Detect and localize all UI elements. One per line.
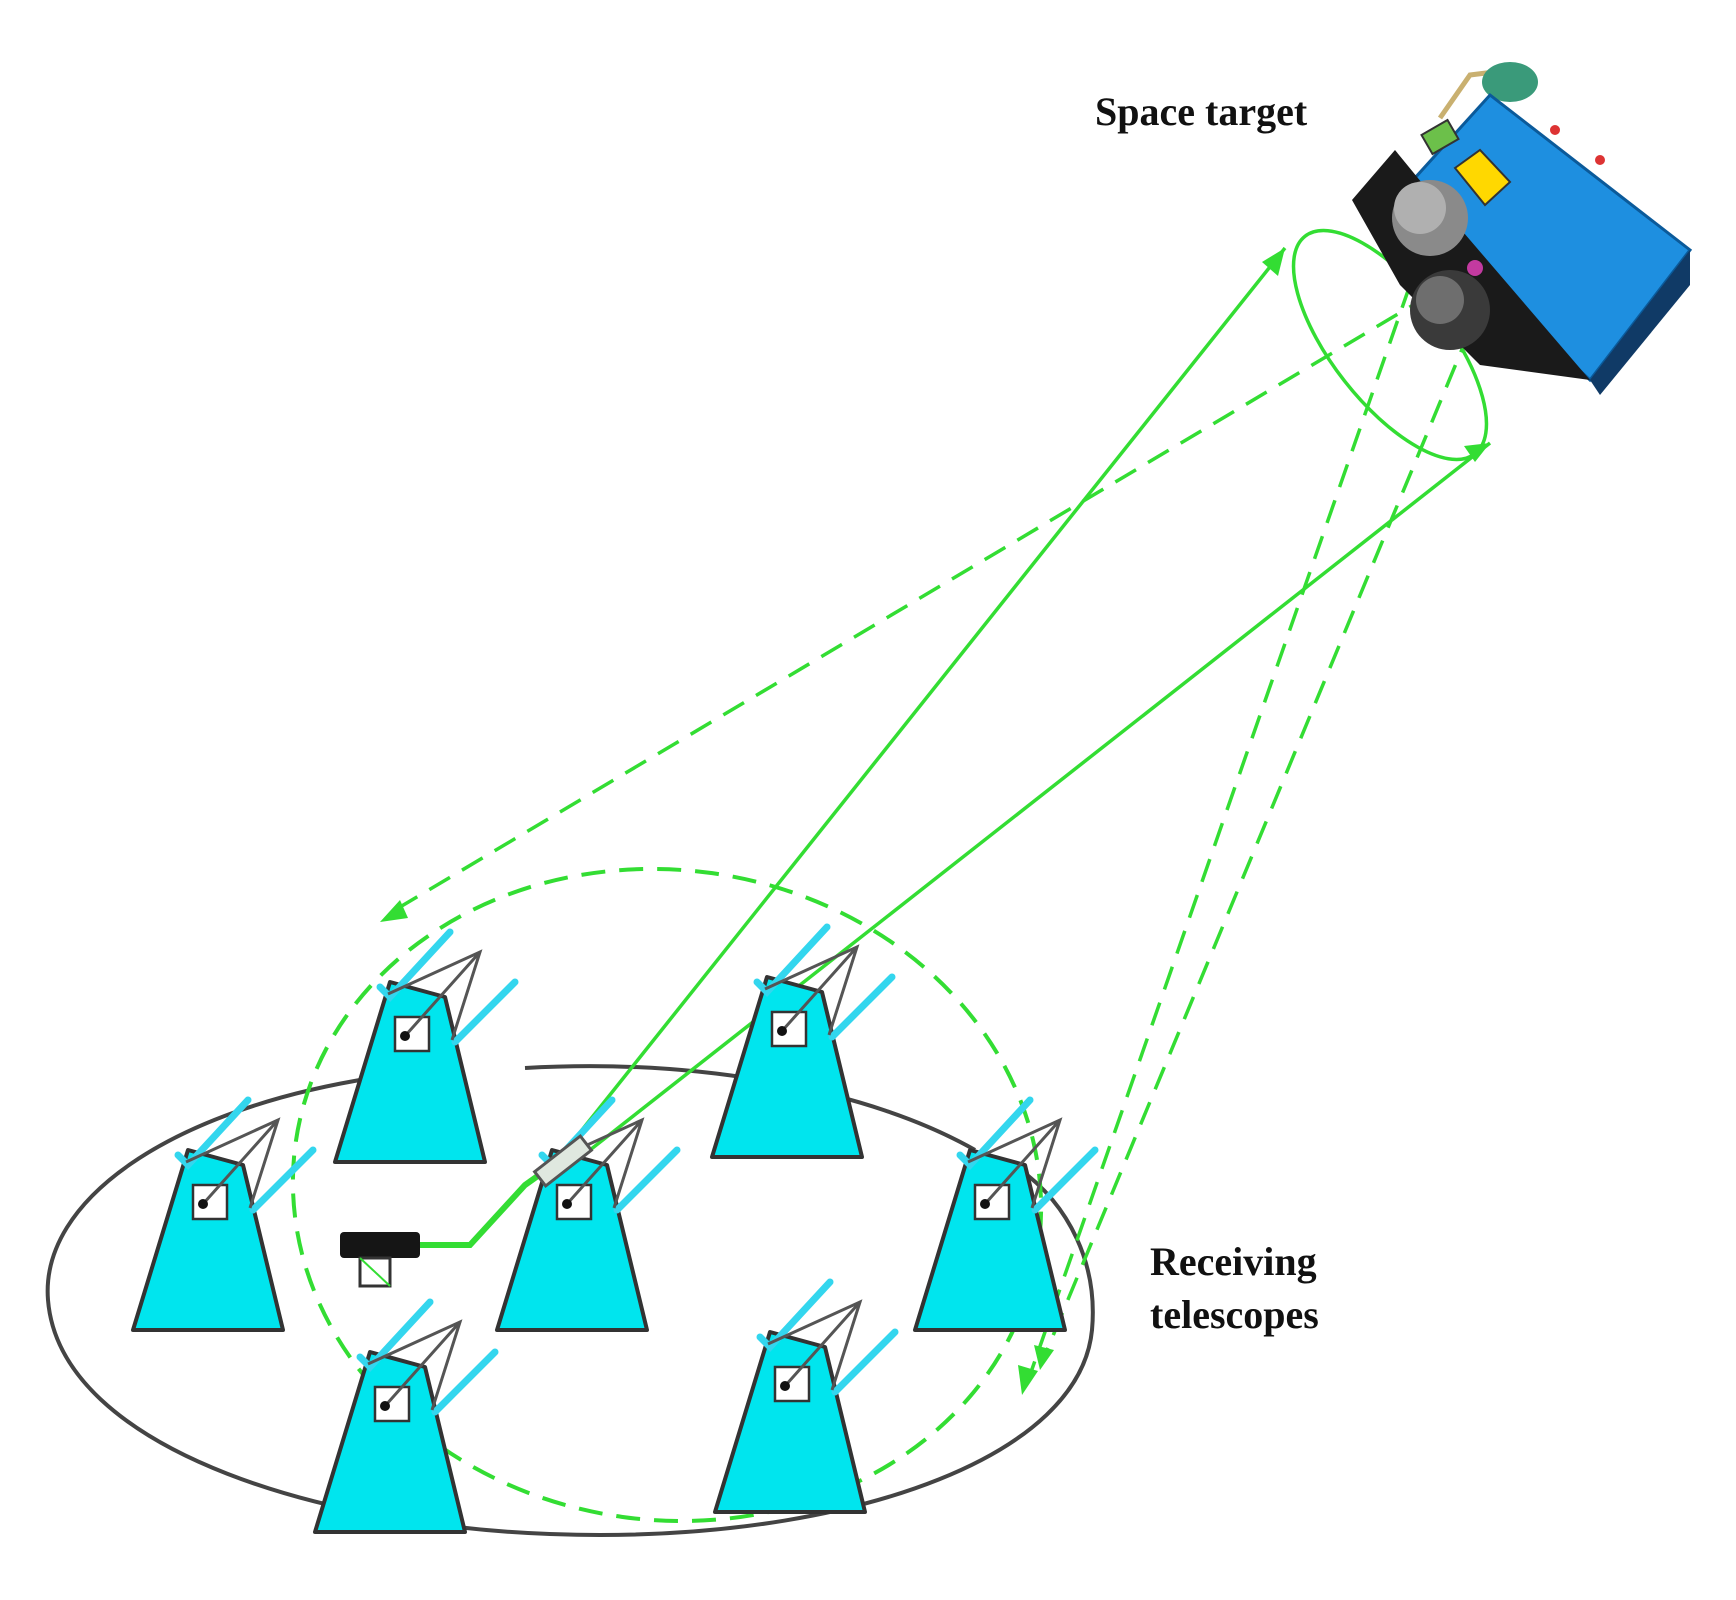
return-arrowheads: [380, 900, 1054, 1395]
telescope-icon: [335, 932, 515, 1162]
telescope-icon: [497, 1100, 677, 1330]
outgoing-arrowheads: [1262, 248, 1490, 462]
beam-splitter-icon: [532, 1133, 594, 1189]
ground-ellipse-front: [45, 1076, 1095, 1538]
telescope-icon: [315, 1302, 495, 1532]
space-target-label: Space target: [1095, 89, 1308, 134]
telescope-icon: [133, 1100, 313, 1330]
telescope-icon: [712, 927, 892, 1157]
return-beam: [394, 284, 1472, 1376]
receiving-telescopes-label-line2: telescopes: [1150, 1292, 1319, 1337]
outgoing-beam: [568, 228, 1492, 1152]
telescope-icon: [715, 1282, 895, 1512]
satellite-icon: [1352, 62, 1693, 395]
receiving-telescopes-label-line1: Receiving: [1150, 1239, 1317, 1284]
